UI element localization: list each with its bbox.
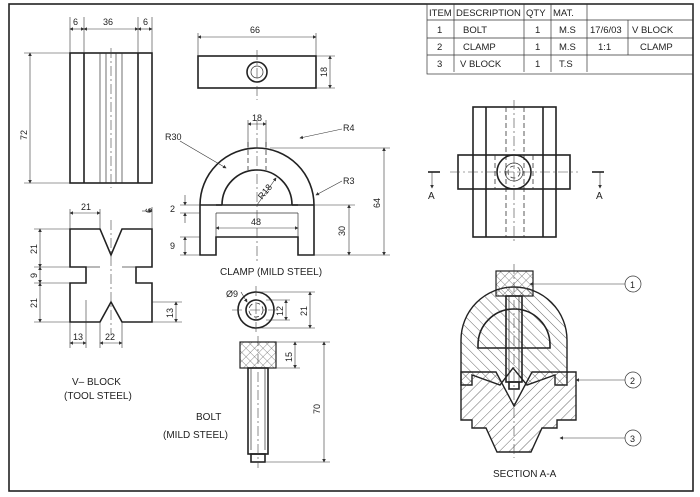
table-cell-item: 2 <box>437 42 442 53</box>
clamp-label: CLAMP (MILD STEEL) <box>220 267 322 278</box>
bolt-label: (MILD STEEL) <box>163 430 228 441</box>
vblock-front-view: 21 6 21 9 21 13 13 22 V– BLOCK (TOOL STE… <box>29 202 182 402</box>
vblock-label: (TOOL STEEL) <box>64 391 132 402</box>
dim-text: 30 <box>337 226 347 236</box>
dim-text: 2 <box>170 204 175 214</box>
section-label: SECTION A-A <box>493 469 557 480</box>
clamp-top-view: 66 18 <box>197 25 335 100</box>
table-header-item: ITEM <box>429 8 452 19</box>
dim-text: 21 <box>29 298 39 308</box>
dim-text: 18 <box>319 67 329 77</box>
dim-text: R30 <box>165 132 182 142</box>
bolt-top-view: Ø9 12 21 <box>226 286 315 334</box>
dim-text: 70 <box>312 404 322 414</box>
table-cell-description: CLAMP <box>463 42 496 53</box>
item-balloon: 2 <box>630 376 635 386</box>
section-marker: A <box>596 191 603 202</box>
dim-text: 18 <box>252 113 262 123</box>
dim-text: 21 <box>299 306 309 316</box>
dim-text: 72 <box>19 130 29 140</box>
vblock-label: V– BLOCK <box>72 377 121 388</box>
dim-text: Ø9 <box>226 289 238 299</box>
dim-text: 13 <box>165 308 175 318</box>
table-scale: 1:1 <box>598 42 611 53</box>
item-balloon: 1 <box>630 280 635 290</box>
section-marker: A <box>428 191 435 202</box>
dim-text: 21 <box>29 244 39 254</box>
table-cell-mat: T.S <box>559 59 573 70</box>
clamp-front-view: 18 R30 R4 R18 R3 2 48 9 30 64 <box>165 113 390 278</box>
dim-text: 6 <box>144 208 154 213</box>
bolt-front-view: 15 70 BOLT (MILD STEEL) <box>163 336 330 468</box>
table-cell-description: V BLOCK <box>460 59 502 70</box>
item-balloons: 1 2 3 <box>529 275 642 447</box>
table-title-line1: V BLOCK <box>632 25 674 36</box>
dim-text: 13 <box>73 332 83 342</box>
dim-text: R18 <box>256 182 274 201</box>
assembly-top-view: A A <box>428 100 604 244</box>
table-header-qty: QTY <box>526 8 546 19</box>
dim-text: 22 <box>105 332 115 342</box>
section-view-aa: SECTION A-A <box>460 264 577 480</box>
drawing-border <box>8 3 694 492</box>
table-cell-qty: 1 <box>535 59 540 70</box>
item-balloon: 3 <box>630 434 635 444</box>
table-cell-description: BOLT <box>463 25 487 36</box>
bolt-label: BOLT <box>196 412 221 423</box>
dim-text: 6 <box>73 17 78 27</box>
table-header-description: DESCRIPTION <box>456 8 521 19</box>
table-cell-qty: 1 <box>535 42 540 53</box>
table-cell-mat: M.S <box>559 25 576 36</box>
table-cell-mat: M.S <box>559 42 576 53</box>
dim-text: 21 <box>81 202 91 212</box>
table-cell-item: 1 <box>437 25 442 36</box>
dim-text: R4 <box>343 123 355 133</box>
dim-text: R3 <box>343 176 355 186</box>
dim-text: 12 <box>275 306 285 316</box>
table-header-mat: MAT. <box>553 8 574 19</box>
dim-text: 9 <box>170 241 175 251</box>
table-cell-item: 3 <box>437 59 442 70</box>
dim-text: 66 <box>250 25 260 35</box>
vblock-side-view: 6 36 6 72 <box>19 17 153 188</box>
dim-text: 6 <box>143 17 148 27</box>
dim-text: 9 <box>29 273 39 278</box>
table-cell-qty: 1 <box>535 25 540 36</box>
table-date: 17/6/03 <box>590 25 622 36</box>
dim-text: 36 <box>103 17 113 27</box>
dim-text: 64 <box>372 198 382 208</box>
dim-text: 48 <box>251 217 261 227</box>
dim-text: 15 <box>284 352 294 362</box>
table-title-line2: CLAMP <box>640 42 673 53</box>
parts-table: ITEM DESCRIPTION QTY MAT. 1 BOLT 1 M.S 2… <box>426 3 694 75</box>
